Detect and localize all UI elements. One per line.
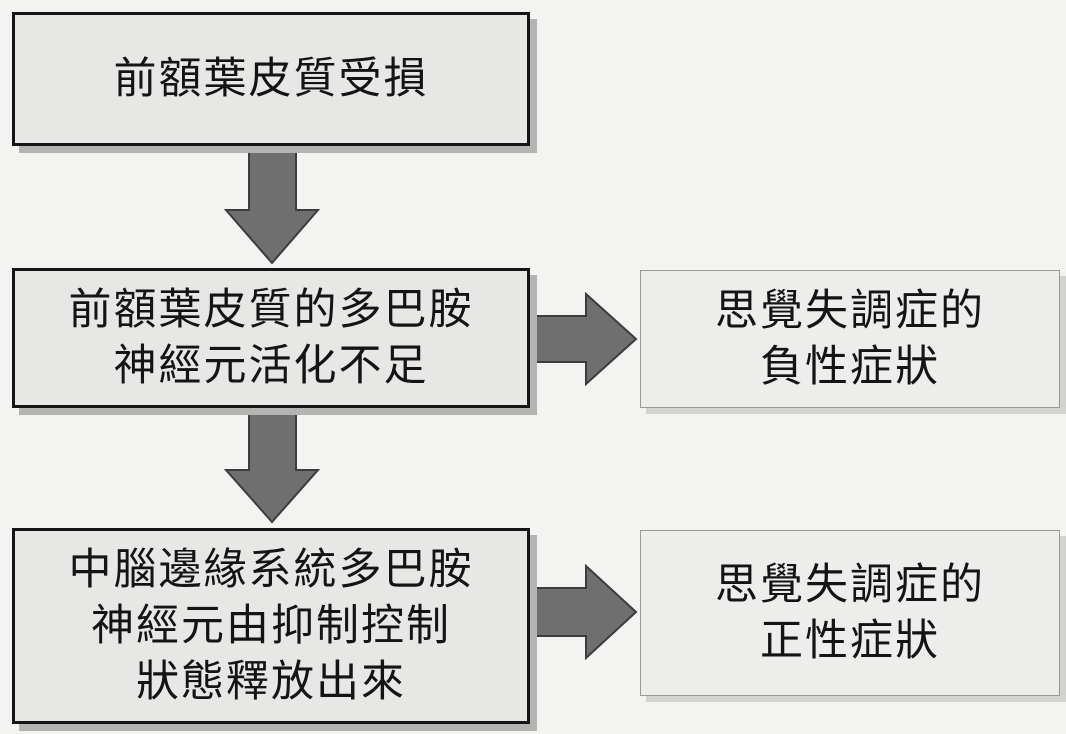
box-line: 狀態釋放出來 xyxy=(136,657,406,707)
arrow-right-1 xyxy=(529,291,638,387)
box-line: 神經元由抑制控制 xyxy=(91,601,451,651)
box-negative-symptoms: 思覺失調症的 負性症狀 xyxy=(640,270,1060,408)
arrow-down-1 xyxy=(223,145,321,265)
box-mesolimbic-dopamine-text: 中腦邊緣系統多巴胺 神經元由抑制控制 狀態釋放出來 xyxy=(69,542,474,710)
box-negative-symptoms-text: 思覺失調症的 負性症狀 xyxy=(715,283,985,395)
box-line: 負性症狀 xyxy=(760,342,940,392)
box-line: 前額葉皮質受損 xyxy=(113,54,429,104)
box-line: 中腦邊緣系統多巴胺 xyxy=(68,545,474,595)
box-line: 思覺失調症的 xyxy=(715,560,985,610)
box-prefrontal-damage: 前額葉皮質受損 xyxy=(12,12,530,146)
box-mesolimbic-dopamine: 中腦邊緣系統多巴胺 神經元由抑制控制 狀態釋放出來 xyxy=(12,528,530,724)
box-prefrontal-damage-text: 前額葉皮質受損 xyxy=(114,51,429,107)
box-prefrontal-dopamine: 前額葉皮質的多巴胺 神經元活化不足 xyxy=(12,268,530,408)
box-line: 前額葉皮質的多巴胺 xyxy=(68,285,474,335)
box-line: 神經元活化不足 xyxy=(113,341,429,391)
arrow-right-2 xyxy=(529,563,638,661)
box-positive-symptoms: 思覺失調症的 正性症狀 xyxy=(640,530,1060,696)
box-prefrontal-dopamine-text: 前額葉皮質的多巴胺 神經元活化不足 xyxy=(69,282,474,394)
box-line: 正性症狀 xyxy=(760,616,940,666)
box-line: 思覺失調症的 xyxy=(715,286,985,336)
box-positive-symptoms-text: 思覺失調症的 正性症狀 xyxy=(715,557,985,669)
arrow-down-2 xyxy=(223,407,321,524)
